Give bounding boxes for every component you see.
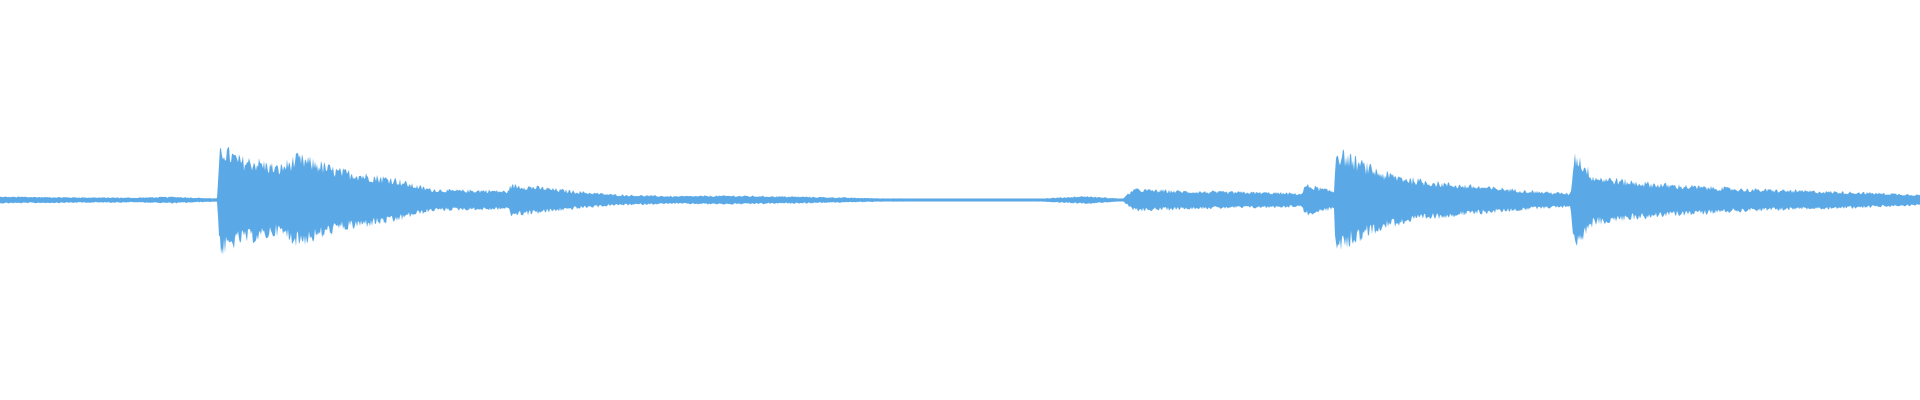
waveform-trace: [0, 147, 1920, 255]
waveform-shape: [0, 147, 1920, 255]
